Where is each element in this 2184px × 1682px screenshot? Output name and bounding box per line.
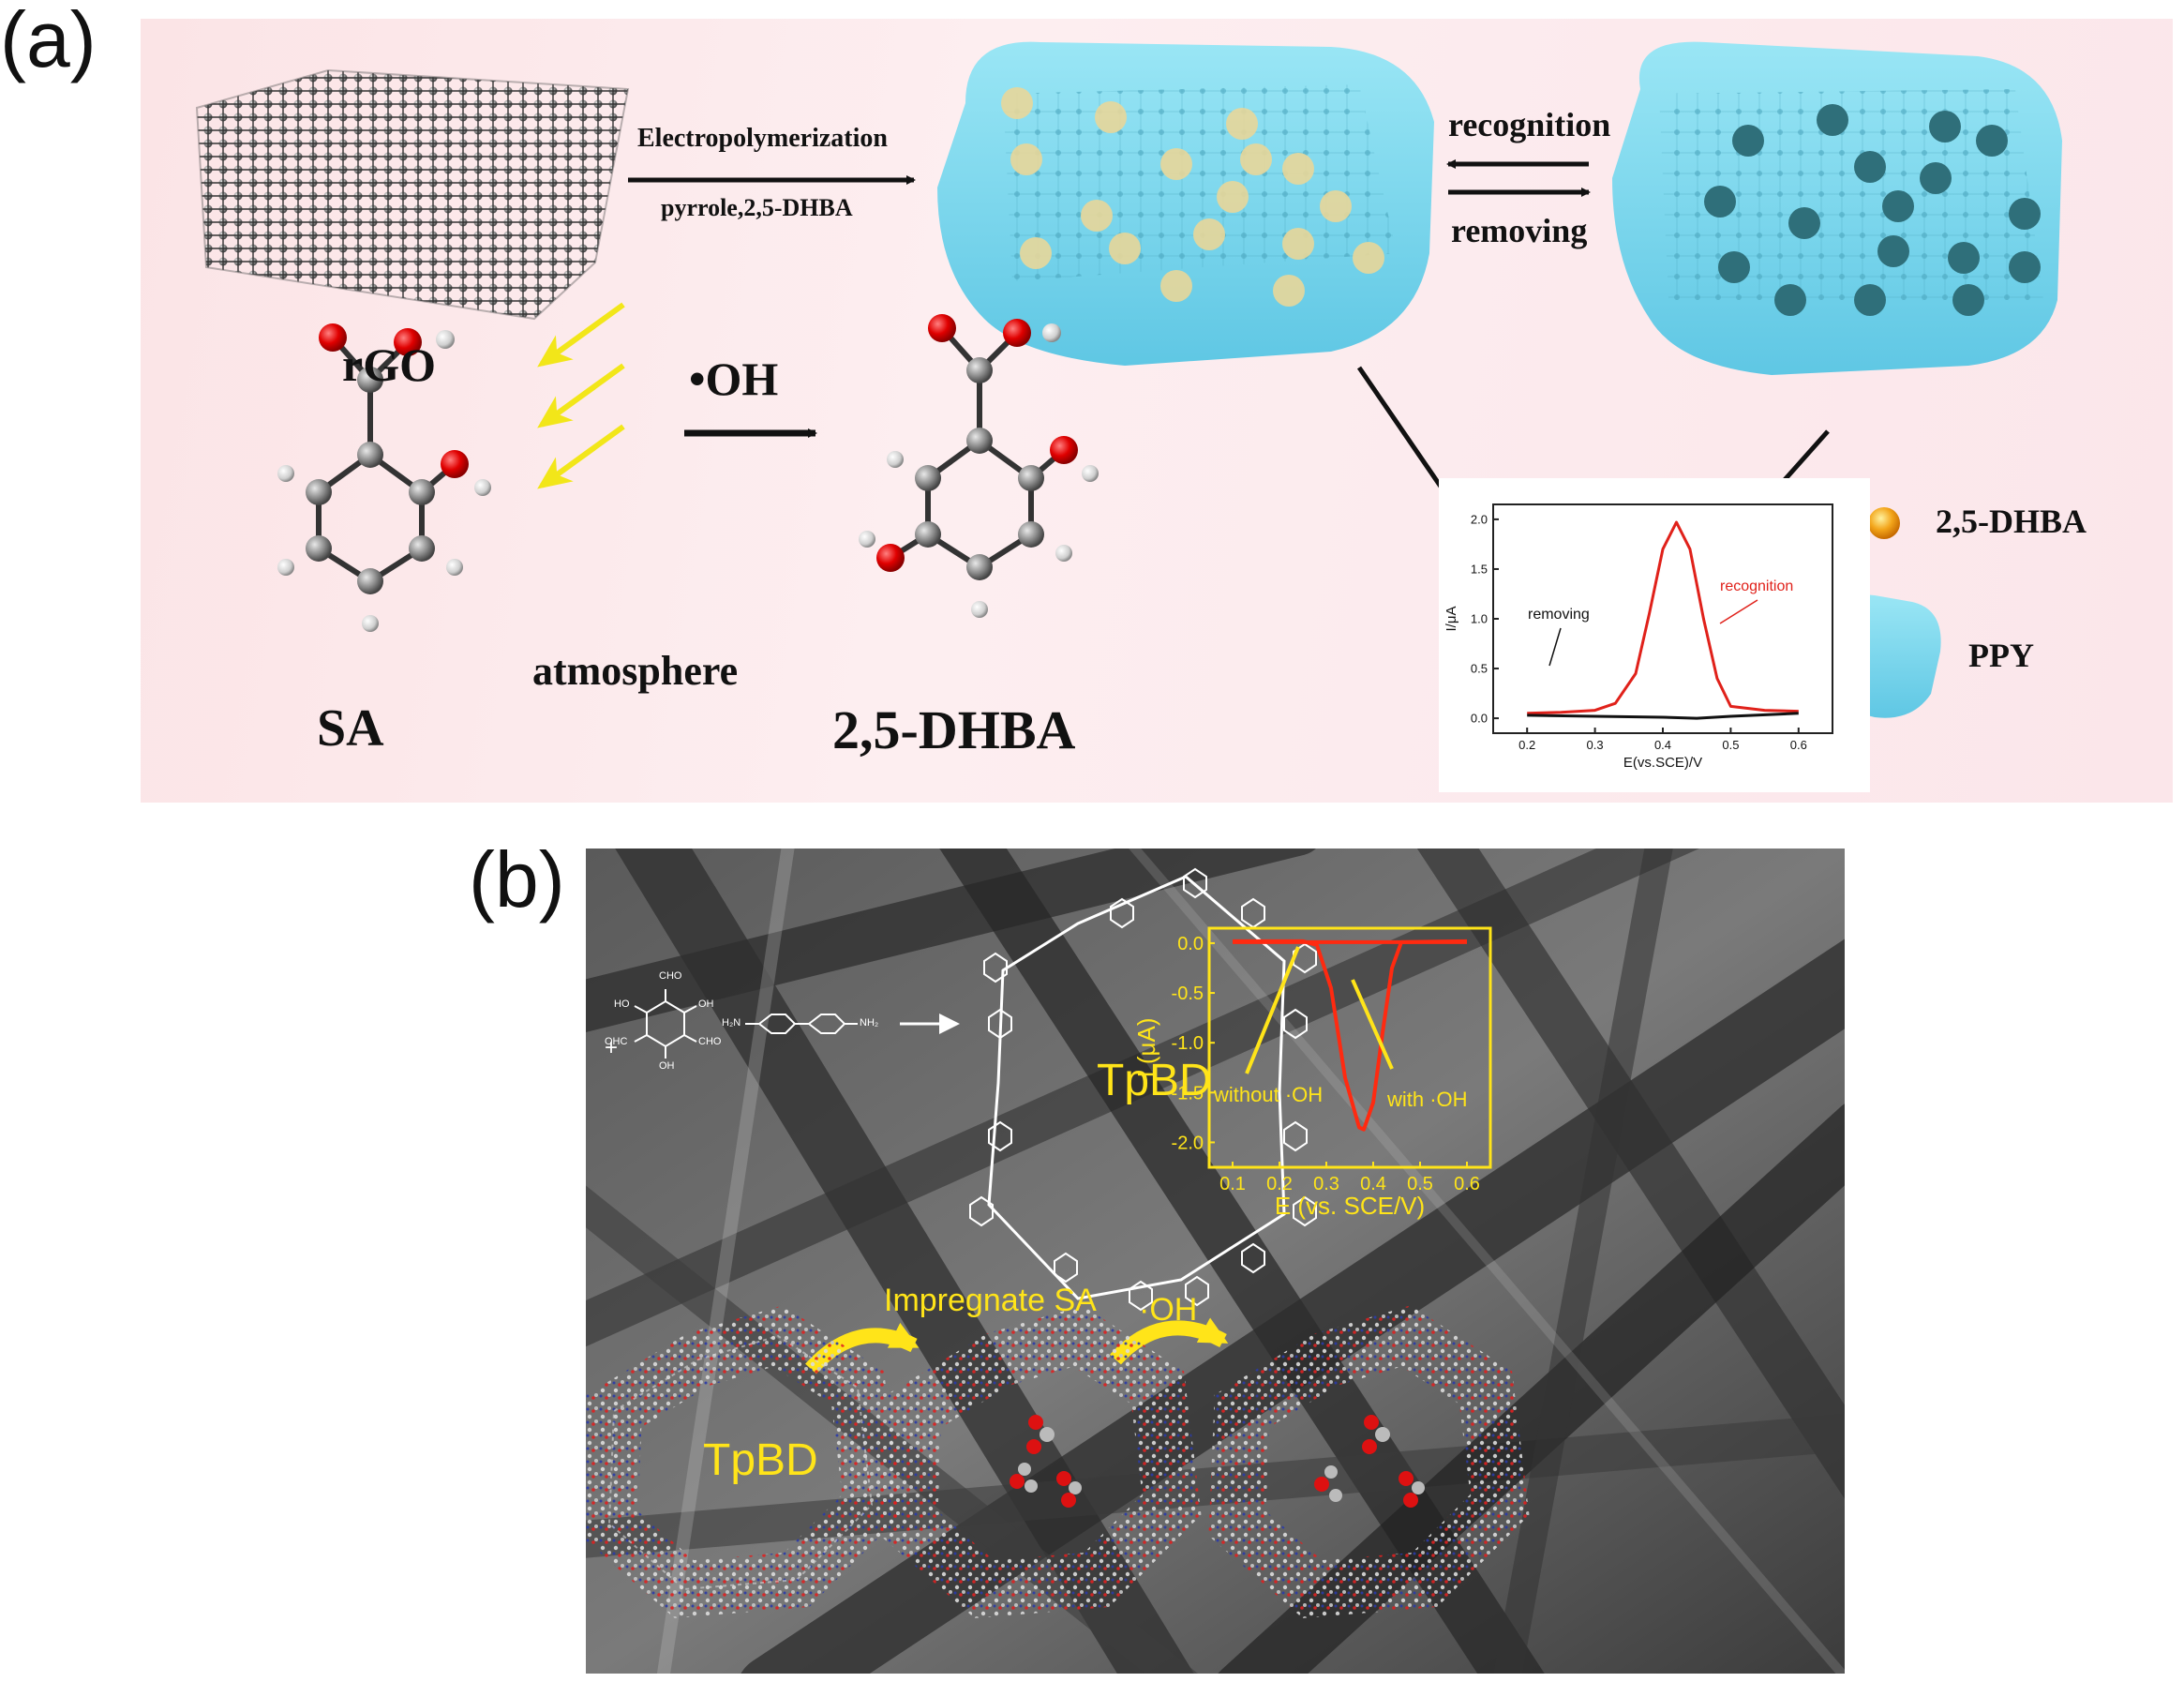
y-tick-label-4: 2.0 [1471, 512, 1488, 526]
x-axis-label: E (vs. SCE/V) [1275, 1192, 1425, 1220]
tpbd-top-label: TpBD [1097, 1056, 1212, 1105]
tpbd-framework-structure [969, 867, 1317, 1312]
y-tick-label-1: 0.5 [1471, 662, 1488, 676]
reagent2-group-2: NH₂ [860, 1017, 879, 1029]
oh-radical-label: ·OH [1139, 1292, 1198, 1328]
reagent-tp-icon [634, 989, 697, 1059]
chart-frame [1207, 926, 1492, 1169]
panel-b-label: (b) [469, 835, 565, 924]
reagent-group-2: HO [614, 999, 630, 1010]
cof-pore-3-icon [1208, 1305, 1530, 1618]
x-tick-label-2: 0.4 [1654, 738, 1671, 752]
series-line-0 [1527, 520, 1799, 715]
annotation-pointer-without [1245, 946, 1300, 1074]
x-tick-label-1: 0.3 [1587, 738, 1604, 752]
series-line-1 [1527, 712, 1799, 720]
annotation-pointer-removing [1548, 627, 1562, 667]
sa-label: SA [317, 699, 384, 758]
x-tick-label-3: 0.5 [1722, 738, 1739, 752]
reagent2-group-1: H₂N [722, 1017, 741, 1029]
dhba-molecule-icon [859, 314, 1099, 618]
x-tick-label-0: 0.2 [1518, 738, 1535, 752]
y-tick-label-2: 1.0 [1471, 612, 1488, 626]
cv-chart-a-svg: 0.2 0.3 0.4 0.5 0.6 0.0 0.5 1.0 1.5 2.0E(vs.SCE)/… [1444, 503, 1833, 771]
sa-molecule-icon [277, 323, 491, 632]
reagent-group-4: OHC [605, 1036, 628, 1047]
y-tick-label-0: 0.0 [1177, 934, 1204, 954]
template-removed-polymer-icon [1612, 41, 2062, 375]
oh-label: •OH [689, 353, 779, 405]
legend-ppy-label: PPY [1968, 637, 2034, 674]
y-axis-label: I (μA) [1132, 1017, 1160, 1077]
series-line-0 [1233, 939, 1468, 1132]
sa-guest-molecules-icon [1010, 1415, 1082, 1508]
y-tick-label-0: 0.0 [1471, 712, 1488, 726]
panel-a-artwork [195, 41, 2062, 718]
reagent-group-3: OH [698, 999, 714, 1010]
tpbd-bottom-label: TpBD [703, 1435, 818, 1485]
y-tick-label-4: -2.0 [1172, 1133, 1204, 1153]
panel-a: rGO Electropolymerization pyrrole,2,5-DH… [141, 19, 2173, 803]
y-tick-label-3: 1.5 [1471, 563, 1488, 577]
impregnate-sa-label: Impregnate SA [884, 1283, 1097, 1318]
radiation-arrows-icon [537, 302, 625, 489]
cof-pore-1-icon [586, 1305, 902, 1618]
rgo-sheet-icon [195, 68, 630, 321]
annotation-pointer-recognition [1719, 599, 1758, 624]
reagent-group-5: CHO [698, 1036, 722, 1047]
panel-b-artwork: + [586, 849, 1845, 1674]
annotation-pointer-with [1351, 979, 1394, 1070]
x-tick-label-3: 0.4 [1360, 1174, 1386, 1194]
plus-sign: + [605, 1035, 618, 1060]
dhba-product-label: 2,5-DHBA [832, 699, 1076, 760]
x-tick-label-4: 0.5 [1407, 1174, 1433, 1194]
x-axis-label: E(vs.SCE)/V [1623, 755, 1702, 771]
annotation-recognition: recognition [1720, 578, 1793, 594]
y-tick-label-2: -1.0 [1172, 1033, 1204, 1054]
reagent-group-6: OH [659, 1060, 675, 1072]
reagent-bd-icon [745, 1014, 858, 1034]
cof-pore-2-icon [880, 1305, 1202, 1618]
rgo-label: rGO [342, 338, 436, 391]
legend-dhba-label: 2,5-DHBA [1936, 503, 2087, 540]
x-tick-label-0: 0.1 [1219, 1174, 1246, 1194]
x-tick-label-2: 0.3 [1313, 1174, 1339, 1194]
y-axis-label: I/μA [1444, 607, 1459, 632]
x-tick-label-1: 0.2 [1266, 1174, 1293, 1194]
reagent-group-1: CHO [659, 970, 682, 982]
annotation-with-oh: with ·OH [1386, 1088, 1468, 1111]
dhba-guest-molecules-icon [1314, 1415, 1425, 1508]
y-tick-label-1: -0.5 [1172, 984, 1204, 1004]
annotation-removing: removing [1528, 607, 1590, 623]
panel-a-label: (a) [0, 0, 97, 83]
cv-chart-b: 0.1 0.2 0.3 0.4 0.5 0.6 0.0 -0.5 -1.0 -1.5 -2.0 E (… [1132, 926, 1492, 1220]
imprinted-polymer-icon [937, 41, 1434, 367]
legend-dhba-icon [1868, 507, 1900, 539]
x-tick-label-4: 0.6 [1790, 738, 1807, 752]
recognition-label: recognition [1448, 106, 1611, 143]
atmosphere-label: atmosphere [532, 648, 739, 694]
panel-b: + [586, 849, 1845, 1674]
annotation-without-oh: without ·OH [1213, 1083, 1323, 1106]
x-tick-label-5: 0.6 [1454, 1174, 1480, 1194]
pyrrole-dhba-label: pyrrole,2,5-DHBA [661, 194, 853, 221]
y-tick-label-3: -1.5 [1172, 1083, 1204, 1104]
electropolymerization-label: Electropolymerization [637, 124, 888, 153]
removing-label: removing [1451, 212, 1588, 249]
